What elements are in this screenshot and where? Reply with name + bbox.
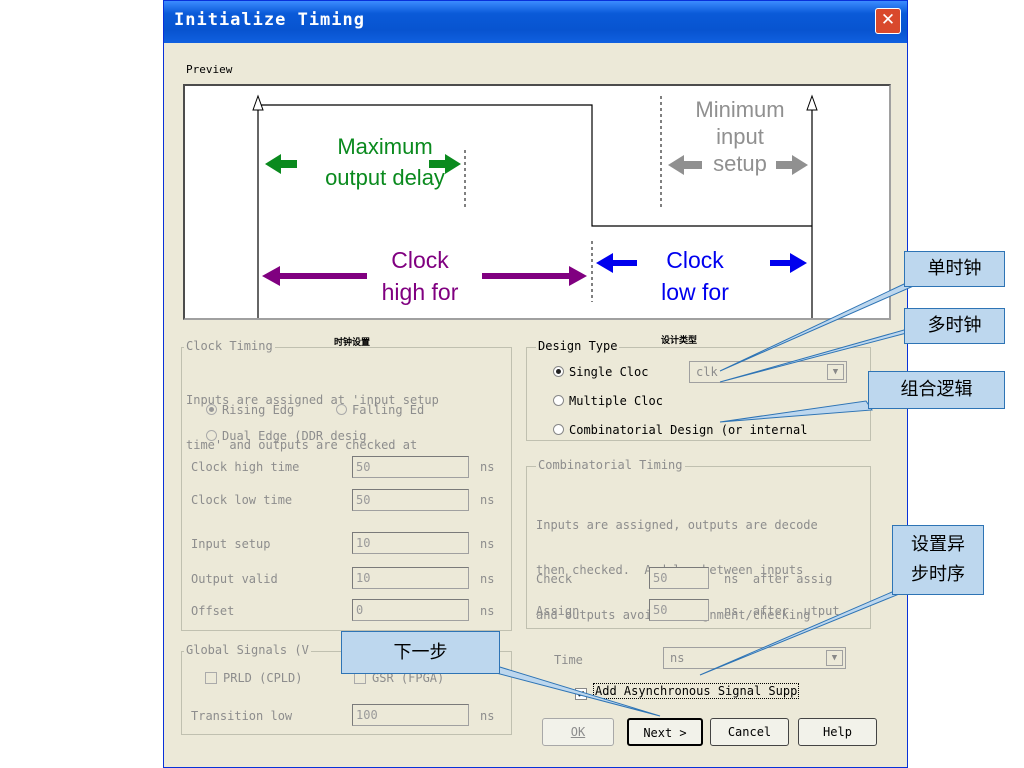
unit-ns: ns xyxy=(480,604,495,618)
assign-label: Assign xyxy=(536,604,580,618)
prld-checkbox[interactable]: PRLD (CPLD) xyxy=(205,671,302,685)
multiple-clock-radio[interactable]: Multiple Cloc xyxy=(553,394,663,408)
clock-select-value: clk xyxy=(696,365,718,379)
checkbox-box xyxy=(205,672,217,684)
radio-indicator xyxy=(336,404,347,415)
rising-edge-arrow-right xyxy=(806,94,818,111)
preview-label: Preview xyxy=(186,63,233,76)
input-setup-input[interactable]: 10 xyxy=(352,532,469,554)
global-signals-label: Global Signals (V xyxy=(184,643,311,657)
unit-ns: ns xyxy=(480,537,495,551)
combinatorial-timing-group xyxy=(526,466,871,629)
time-unit-dropdown[interactable]: ns ▼ xyxy=(663,647,846,669)
radio-indicator xyxy=(206,404,217,415)
radio-indicator xyxy=(553,395,564,406)
offset-label: Offset xyxy=(191,604,235,618)
clock-high-arrows xyxy=(262,266,587,286)
clock-low-arrows xyxy=(596,253,807,273)
cancel-button[interactable]: Cancel xyxy=(710,718,789,746)
next-button[interactable]: Next > xyxy=(627,718,703,746)
clock-low-time-input[interactable]: 50 xyxy=(352,489,469,511)
async-signal-label: Add Asynchronous Signal Supp xyxy=(593,683,800,699)
check-unit: ns after assig xyxy=(724,572,833,586)
async-timing-callout: 设置异 步时序 xyxy=(892,525,984,595)
chevron-down-icon[interactable]: ▼ xyxy=(826,650,843,666)
output-valid-input[interactable]: 10 xyxy=(352,567,469,589)
close-button[interactable]: ✕ xyxy=(875,8,901,34)
help-button[interactable]: Help xyxy=(798,718,877,746)
single-clock-leader xyxy=(719,283,919,372)
check-label: Check xyxy=(536,572,573,586)
timing-preview: Maximum output delay Minimum input setup… xyxy=(183,84,891,320)
unit-ns: ns xyxy=(480,572,495,586)
rising-edge-radio[interactable]: Rising Edg xyxy=(206,403,294,417)
clock-high-time-label: Clock high time xyxy=(191,460,300,474)
check-input[interactable]: 50 xyxy=(649,567,709,589)
clock-timing-group xyxy=(181,347,512,631)
input-setup-label: Input setup xyxy=(191,537,271,551)
clock-low-time-label: Clock low time xyxy=(191,493,293,507)
transition-low-label: Transition low xyxy=(191,709,293,723)
radio-indicator xyxy=(553,366,564,377)
unit-ns: ns xyxy=(480,493,495,507)
chevron-down-icon[interactable]: ▼ xyxy=(827,364,844,380)
clock-high-text: Clock high for xyxy=(381,247,459,305)
design-type-label: Design Type xyxy=(536,339,620,353)
dual-edge-radio[interactable]: Dual Edge (DDR desig xyxy=(206,429,367,443)
clock-timing-description: Inputs are assigned at 'input setup time… xyxy=(186,393,439,452)
combinatorial-description: Inputs are assigned, outputs are decode … xyxy=(536,518,818,622)
next-step-callout: 下一步 xyxy=(341,631,500,674)
min-input-setup-arrows xyxy=(668,155,808,175)
ok-button[interactable]: OK xyxy=(542,718,614,746)
max-output-delay-text: Maximum output delay xyxy=(325,134,445,190)
min-input-setup-text: Minimum input setup xyxy=(695,97,785,176)
time-unit-label: Time xyxy=(554,653,583,667)
clock-low-text: Clock low for xyxy=(661,247,729,305)
clock-high-time-input[interactable]: 50 xyxy=(352,456,469,478)
assign-unit: ns after utput xyxy=(724,604,840,618)
single-clock-radio[interactable]: Single Cloc xyxy=(553,365,648,379)
time-unit-value: ns xyxy=(670,651,685,665)
max-output-delay-arrows xyxy=(265,154,461,174)
clock-timing-label: Clock Timing xyxy=(184,339,275,353)
rising-edge-arrow-left xyxy=(252,94,264,111)
initialize-timing-dialog: Initialize Timing ✕ Preview xyxy=(163,0,908,768)
dialog-title: Initialize Timing xyxy=(174,10,365,30)
combinational-leader xyxy=(719,400,873,423)
radio-indicator xyxy=(206,430,217,441)
radio-indicator xyxy=(553,424,564,435)
multi-clock-callout: 多时钟 xyxy=(904,308,1005,344)
assign-input[interactable]: 50 xyxy=(649,599,709,621)
single-clock-callout: 单时钟 xyxy=(904,251,1005,287)
unit-ns: ns xyxy=(480,709,495,723)
transition-low-input[interactable]: 100 xyxy=(352,704,469,726)
combinatorial-design-radio[interactable]: Combinatorial Design (or internal xyxy=(553,423,807,437)
async-timing-leader xyxy=(699,591,905,676)
offset-input[interactable]: 0 xyxy=(352,599,469,621)
falling-edge-radio[interactable]: Falling Ed xyxy=(336,403,424,417)
clock-timing-annotation: 时钟设置 xyxy=(334,338,371,348)
combinational-logic-callout: 组合逻辑 xyxy=(868,371,1005,409)
design-type-annotation: 设计类型 xyxy=(661,336,698,346)
title-bar[interactable]: Initialize Timing ✕ xyxy=(164,1,907,43)
unit-ns: ns xyxy=(480,460,495,474)
output-valid-label: Output valid xyxy=(191,572,278,586)
combinatorial-timing-label: Combinatorial Timing xyxy=(536,458,685,472)
timing-diagram xyxy=(252,94,818,318)
